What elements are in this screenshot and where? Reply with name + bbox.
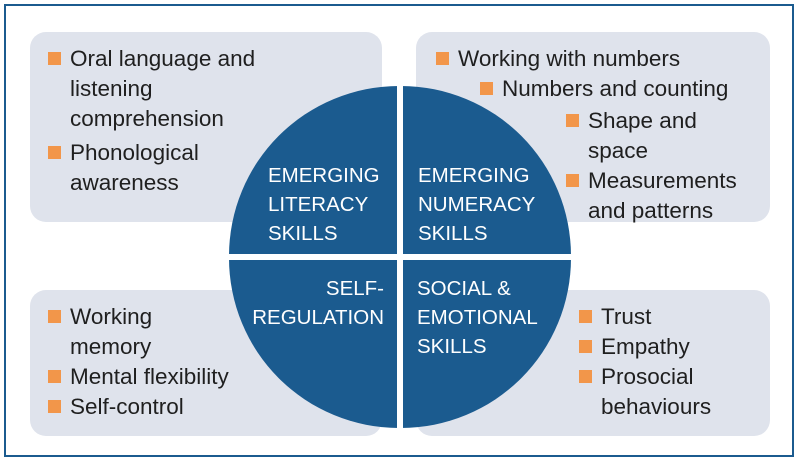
label-line: NUMERACY: [418, 193, 536, 216]
label-line: SKILLS: [417, 335, 487, 358]
square-bullet-icon: [48, 52, 61, 65]
literacy-quadrant-label: EMERGING LITERACY SKILLS: [268, 161, 380, 248]
list-item: Numbers and counting: [480, 74, 737, 104]
list-item-label: Numbers and counting: [502, 76, 729, 101]
square-bullet-icon: [579, 370, 592, 383]
square-bullet-icon: [436, 52, 449, 65]
list-item: Mental flexibility: [48, 362, 229, 392]
square-bullet-icon: [579, 340, 592, 353]
square-bullet-icon: [480, 82, 493, 95]
label-line: REGULATION: [252, 306, 384, 329]
label-line: EMERGING: [418, 164, 530, 187]
label-line: SELF-: [325, 277, 384, 300]
list-item-label: Mental flexibility: [70, 364, 229, 389]
list-item-label: Self-control: [70, 394, 184, 419]
label-line: SOCIAL &: [417, 277, 511, 300]
list-item-label: Working with numbers: [458, 46, 681, 71]
numeracy-skills-list: Working with numbers Numbers and countin…: [436, 44, 737, 226]
square-bullet-icon: [48, 370, 61, 383]
square-bullet-icon: [566, 174, 579, 187]
social-emotional-quadrant-label: SOCIAL & EMOTIONAL SKILLS: [417, 274, 538, 361]
label-line: SKILLS: [418, 222, 488, 245]
label-line: SKILLS: [268, 222, 338, 245]
self-regulation-quadrant-label: SELF- REGULATION: [244, 274, 384, 332]
square-bullet-icon: [48, 400, 61, 413]
horizontal-divider: [222, 254, 578, 260]
square-bullet-icon: [579, 310, 592, 323]
list-item-label: Trust: [601, 304, 652, 329]
list-item: Empathy: [579, 332, 711, 362]
list-item-label: Empathy: [601, 334, 690, 359]
square-bullet-icon: [566, 114, 579, 127]
list-item: Trust: [579, 302, 711, 332]
label-line: EMOTIONAL: [417, 306, 538, 329]
label-line: EMERGING: [268, 164, 380, 187]
list-item: Working with numbers: [436, 44, 737, 74]
list-item: Self-control: [48, 392, 229, 422]
numeracy-quadrant-label: EMERGING NUMERACY SKILLS: [418, 161, 535, 248]
label-line: LITERACY: [268, 193, 369, 216]
square-bullet-icon: [48, 310, 61, 323]
square-bullet-icon: [48, 146, 61, 159]
